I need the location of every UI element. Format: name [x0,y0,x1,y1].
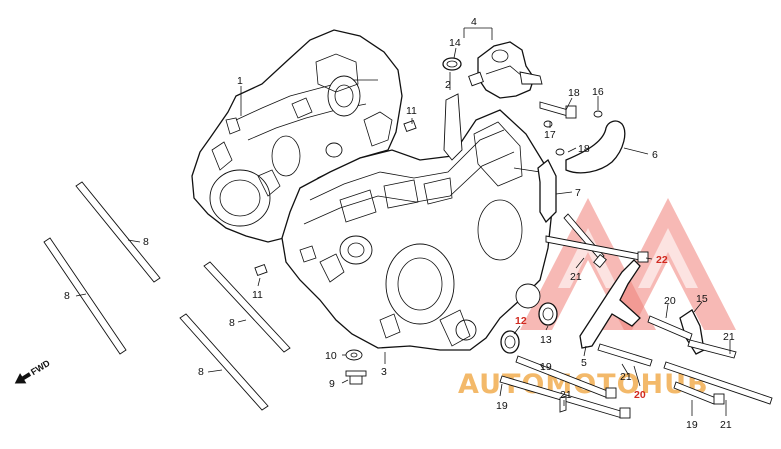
callout-17: 17 [544,129,556,141]
callout-20-a: 20 [664,295,676,307]
callout-11-a: 11 [406,105,417,117]
breather-assembly [468,41,543,99]
breather-hose [565,120,626,174]
cable-bracket [579,259,641,349]
callout-19-b: 19 [540,361,552,373]
callout-5: 5 [581,357,587,369]
callout-8-a: 8 [143,236,149,248]
gasket-ring [442,57,462,71]
callout-18-a: 18 [568,87,580,99]
callout-4: 4 [471,16,477,28]
callout-1: 1 [237,75,243,87]
dowel-pin-upper [403,119,417,133]
callout-8-d: 8 [198,366,204,378]
stud-bolts [43,181,291,411]
dowel-pin-lower [254,263,268,277]
callout-13: 13 [540,334,552,346]
callout-21-d: 21 [723,331,735,343]
callout-11-b: 11 [252,289,263,301]
callout-8-c: 8 [229,317,235,329]
callout-21-b: 21 [560,389,572,401]
fwd-label: FWD [29,358,52,378]
oil-seal-12 [500,330,520,354]
callout-21-a: 21 [570,271,582,283]
callout-19-c: 19 [686,419,698,431]
oil-seal-13 [538,302,558,326]
callout-2: 2 [445,79,451,91]
callout-6: 6 [652,149,658,161]
callout-9: 9 [329,378,335,390]
callout-22: 22 [656,254,668,266]
callout-12: 12 [515,315,527,327]
callout-3: 3 [381,366,387,378]
callout-10: 10 [325,350,337,362]
callout-18-b: 18 [578,143,590,155]
case-bolts [499,213,773,419]
left-crankcase-half [191,29,403,243]
callout-labels: 1 2 3 4 5 6 7 8 8 8 8 9 10 11 11 12 13 1… [64,16,735,431]
sealing-washer [345,349,363,361]
callout-15: 15 [696,293,708,305]
callout-14: 14 [449,37,461,49]
callout-20-b: 20 [634,389,646,401]
right-crankcase-half [281,93,553,351]
hose-bracket [537,158,557,224]
callout-19-a: 19 [496,400,508,412]
drain-bolt [345,370,367,385]
leader-lines [75,27,731,416]
callout-8-b: 8 [64,290,70,302]
callout-16: 16 [592,86,604,98]
callout-7: 7 [575,187,581,199]
fwd-arrow: FWD [14,358,52,384]
callout-21-e: 21 [720,419,732,431]
callout-21-c: 21 [620,371,632,383]
